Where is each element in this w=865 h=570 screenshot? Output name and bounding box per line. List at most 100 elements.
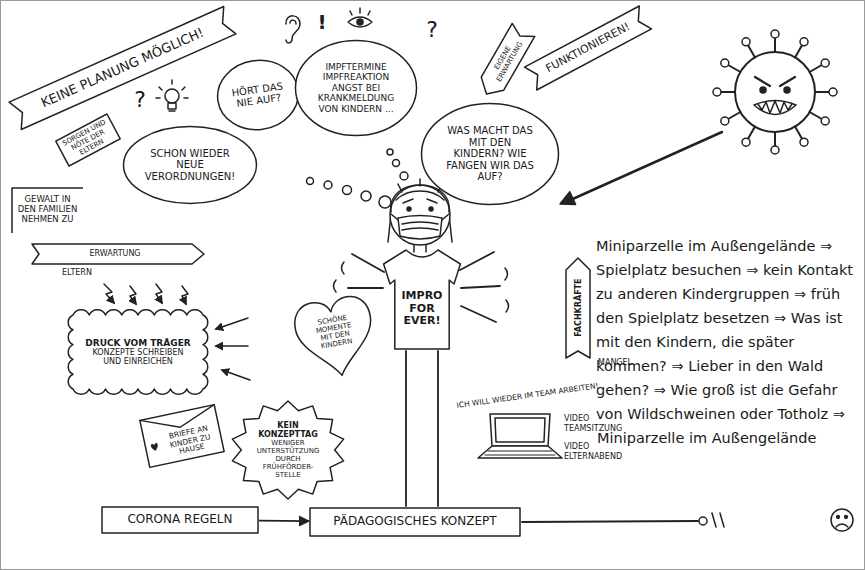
virus-brows	[755, 77, 795, 86]
virus-knob	[800, 138, 808, 146]
envelope-shape	[140, 405, 224, 468]
node-subtext: KONZEPTE SCHREIBEN UND EINREICHEN	[83, 348, 193, 366]
virus-knob	[800, 38, 808, 46]
eye	[429, 207, 433, 211]
virus-knob	[721, 59, 729, 67]
ellipse-shape	[422, 104, 559, 205]
ellipse-shape	[124, 127, 257, 204]
handwritten-note: ICH WILL WIEDER IM TEAM ARBEITEN!	[457, 381, 600, 410]
thought-dot	[307, 178, 314, 185]
speech-bubble: WAS MACHT DAS MIT DEN KINDERN? WIE FANGE…	[420, 102, 560, 206]
virus-knob	[821, 117, 829, 125]
node-subtext: WENIGER UNTERSTÜTZUNG DURCH FRÜHFÖRDER-S…	[252, 439, 324, 479]
box-shape	[310, 508, 520, 536]
box-shape	[56, 114, 120, 166]
shirt-shape	[384, 250, 461, 349]
process-box: CORONA REGELN	[101, 506, 259, 534]
virus-spikes	[721, 38, 829, 146]
lightning-arrow	[130, 286, 136, 304]
arrow-shape: ERWARTUNGELTERN	[32, 244, 204, 264]
banner: FUNKTIONIEREN!	[525, 6, 652, 90]
virus-knob	[742, 38, 750, 46]
ellipse-shape	[213, 55, 303, 135]
note-box: SORGEN UND NÖTE DER ELTERN	[54, 113, 121, 168]
virus-knob	[771, 146, 779, 154]
bulb-base	[156, 80, 188, 111]
thought-dot	[387, 149, 393, 155]
pressure-arrow	[216, 345, 248, 347]
question-mark: ?	[134, 87, 146, 113]
node-text: CORONA REGELN	[127, 513, 232, 527]
thought-dot	[324, 181, 332, 189]
thought-dot	[400, 172, 408, 180]
legs	[406, 351, 438, 506]
virus-arrow	[566, 132, 722, 202]
lightning-arrow	[104, 284, 114, 303]
heart-shape	[291, 293, 379, 382]
shirt-shape: IMPRO FOR EVER!	[382, 250, 462, 350]
virus-knob	[742, 138, 750, 146]
virus-eye	[784, 87, 790, 93]
ellipse-shape	[296, 41, 417, 136]
burst-shape	[232, 401, 343, 499]
eye-pupil	[357, 19, 363, 25]
thought-dot	[343, 186, 352, 195]
starburst: KEIN KONZEPTTAGWENIGER UNTERSTÜTZUNG DUR…	[230, 400, 346, 500]
line-end	[699, 517, 707, 525]
virus-knob	[771, 30, 779, 38]
virus-knob	[829, 88, 837, 96]
node-text: ERWARTUNG	[89, 249, 140, 258]
head	[390, 185, 450, 245]
corner-shape	[12, 188, 83, 233]
banner-shape	[9, 7, 236, 130]
sad-face-eye	[837, 516, 840, 519]
corner-note: GEWALT IN DEN FAMILIEN NEHMEN ZU	[11, 187, 83, 233]
heart-shape: SCHÖNE MOMENTE MIT DEN KINDERN	[289, 287, 380, 383]
bulb-glass	[165, 89, 179, 103]
banner: KEINE PLANUNG MÖGLICH!	[9, 7, 236, 130]
virus-knob	[721, 117, 729, 125]
thought-dot	[393, 160, 400, 167]
virus-eye	[760, 87, 766, 93]
wrap-spacer	[596, 426, 597, 546]
cloud-shape: DRUCK VOM TRÄGERKONZEPTE SCHREIBEN UND E…	[67, 309, 209, 395]
process-box: PÄDAGOGISCHES KONZEPT	[309, 507, 521, 537]
node-text: WAS MACHT DAS MIT DEN KINDERN? WIE FANGE…	[444, 125, 536, 183]
exclamation-mark: !	[317, 10, 326, 34]
arrow-shape: EIGENE ERWARTUNG	[475, 23, 535, 100]
speech-bubble: IMPFTERMINE IMPFREAKTION ANGST BEI KRANK…	[294, 39, 418, 137]
eye	[407, 207, 411, 211]
node-text: FACHKRÄFTE	[573, 279, 582, 337]
virus-teeth	[758, 101, 792, 113]
laptop-display	[495, 418, 545, 442]
question-mark: ?	[426, 17, 438, 43]
ground-line	[522, 521, 698, 522]
lightning-arrow	[182, 286, 188, 304]
virus-mouth	[754, 101, 796, 115]
node-text: KEIN KONZEPTTAG	[252, 421, 324, 439]
node-text: SCHON WIEDER NEUE VERORDNUNGEN!	[140, 148, 240, 183]
node-subtext: ELTERN	[62, 268, 92, 277]
virus-body	[735, 52, 815, 132]
sad-face-eye	[845, 516, 848, 519]
thought-dot	[361, 191, 371, 201]
virus-knob	[821, 59, 829, 67]
wrap-spacer	[596, 546, 654, 570]
laptop-keyboard	[478, 446, 562, 458]
sad-face-mouth	[836, 524, 848, 527]
small-heart	[151, 443, 159, 452]
thought-dot	[379, 196, 391, 208]
laptop-keys	[485, 451, 555, 455]
banner-shape	[525, 6, 652, 90]
speech-bubble: HÖRT DAS NIE AUF?	[211, 54, 304, 137]
arrowU-shape	[566, 258, 590, 358]
arrow-shape: FACHKRÄFTEMANGEL	[566, 258, 590, 358]
sad-face	[831, 509, 853, 531]
worried-brows	[403, 199, 437, 203]
node-text: DRUCK VOM TRÄGER	[85, 338, 190, 348]
thought-list: Miniparzelle im Außengelände ⇒ Spielplat…	[596, 234, 858, 570]
virus-knob	[713, 88, 721, 96]
arrowR-shape	[32, 244, 204, 264]
